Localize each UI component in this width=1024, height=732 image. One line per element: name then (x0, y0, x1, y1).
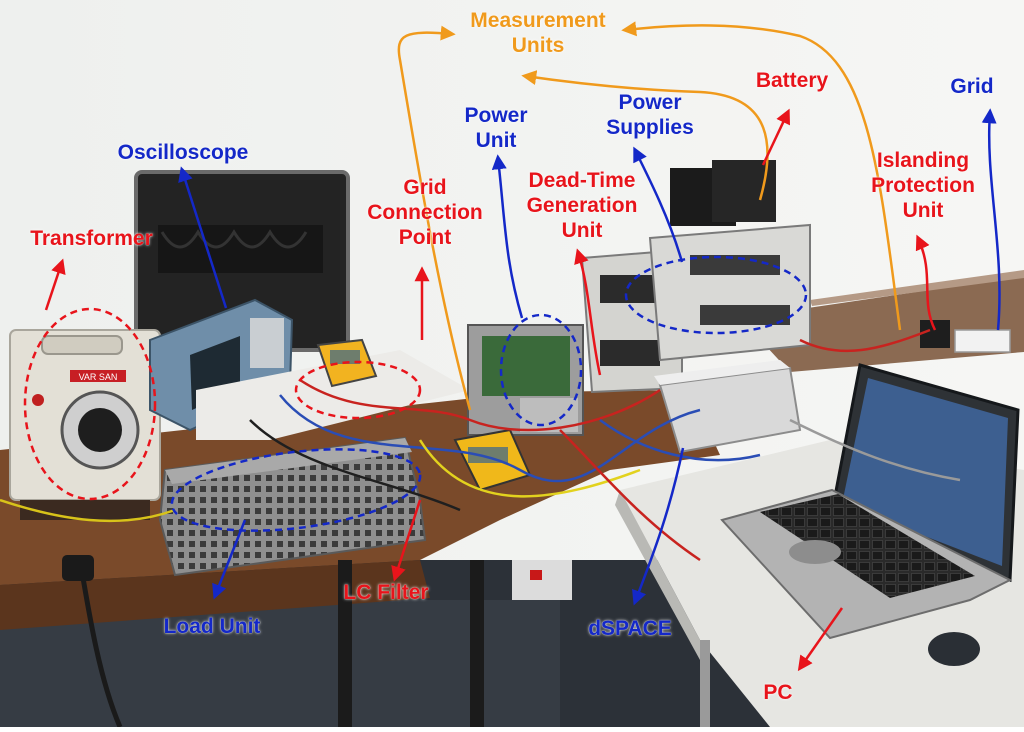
transformer-highlight (23, 307, 157, 501)
label-line: Power (618, 91, 682, 114)
mouse (928, 632, 980, 666)
label-oscilloscope: Oscilloscope (117, 141, 249, 164)
power-unit-arrow (491, 154, 524, 319)
grid-arrow (981, 108, 1001, 331)
power-supplies-arrow (633, 146, 684, 263)
grid-connection-highlight (294, 360, 422, 420)
label-line: Power (464, 104, 528, 127)
transformer-arrow (44, 258, 66, 311)
islanding-arrow (915, 234, 937, 331)
label-measurement-units: Measurement Units (452, 8, 624, 58)
label-line: Islanding (876, 149, 970, 172)
transformer-unit: VAR SAN (9, 329, 161, 520)
tool-case (134, 170, 350, 352)
load-unit-arrow (212, 519, 247, 600)
dspace-arrow (632, 447, 685, 606)
label-transformer: Transformer (30, 227, 153, 250)
label-power-supplies: Power Supplies (595, 90, 705, 140)
label-power-unit: Power Unit (455, 103, 537, 153)
label-grid: Grid (950, 75, 994, 98)
power-unit-highlight (499, 313, 583, 427)
power-supplies-highlight (624, 255, 808, 335)
load-unit-highlight (170, 448, 422, 532)
label-line: Grid (403, 176, 447, 199)
label-lc-filter: LC Filter (343, 581, 429, 604)
label-grid-connection-point: Grid Connection Point (365, 175, 485, 250)
dspace-box (654, 360, 802, 454)
battery-arrow (761, 108, 790, 166)
cabling (0, 328, 961, 728)
laptop-pc (720, 363, 1020, 640)
label-load-unit: Load Unit (163, 615, 261, 638)
label-line: Unit (561, 219, 603, 242)
measurement-arrow-right (621, 21, 902, 331)
label-line: Dead-Time (528, 169, 636, 192)
measurement-arrow-left (397, 25, 472, 411)
oscilloscope-arrow (178, 166, 228, 309)
pc-arrow (797, 607, 844, 672)
label-line: Unit (475, 129, 517, 152)
measurement-arrow-mid (521, 70, 769, 201)
transformer-brand: VAR SAN (79, 372, 118, 382)
power-unit-stack (467, 324, 584, 436)
label-line: Connection (367, 201, 483, 224)
label-line: Supplies (606, 116, 694, 139)
label-line: Protection (871, 174, 975, 197)
lc-filter-arrow (391, 499, 422, 582)
label-battery: Battery (755, 69, 829, 92)
label-pc: PC (763, 681, 793, 704)
label-line: Point (398, 226, 452, 249)
label-islanding-protection-unit: Islanding Protection Unit (858, 148, 988, 223)
label-dspace: dSPACE (588, 617, 672, 640)
label-line: Units (511, 34, 565, 57)
label-line: Generation (526, 194, 638, 217)
label-dead-time-generation-unit: Dead-Time Generation Unit (512, 168, 652, 243)
label-line: Unit (902, 199, 944, 222)
dead-time-arrow (574, 248, 602, 376)
label-line: Measurement (470, 9, 606, 32)
